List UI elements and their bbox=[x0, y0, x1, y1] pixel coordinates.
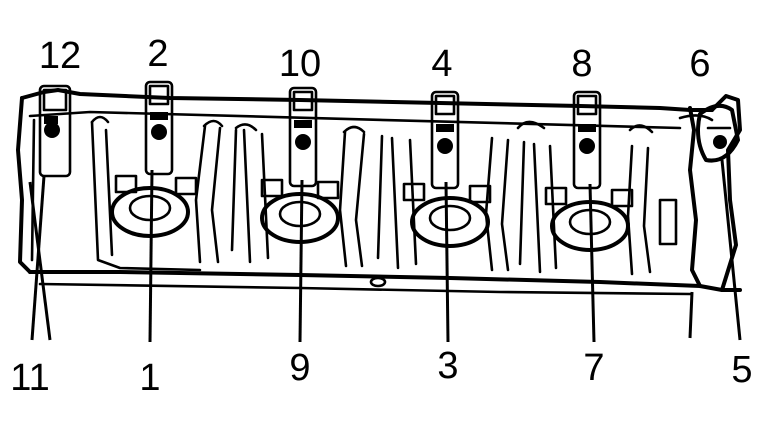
label-9: 9 bbox=[289, 347, 310, 389]
label-11: 11 bbox=[10, 357, 49, 399]
bolt-8 bbox=[572, 90, 602, 190]
label-5: 5 bbox=[731, 349, 752, 391]
label-7: 7 bbox=[583, 347, 604, 389]
label-2: 2 bbox=[147, 33, 168, 75]
bolt-6 bbox=[696, 103, 740, 163]
label-1: 1 bbox=[139, 357, 160, 399]
bottom-labels: 11 1 9 3 7 5 bbox=[10, 345, 752, 399]
bolts bbox=[38, 80, 740, 190]
top-labels: 12 2 10 4 8 6 bbox=[39, 33, 711, 85]
label-10: 10 bbox=[279, 43, 321, 85]
label-8: 8 bbox=[571, 43, 592, 85]
bolt-4 bbox=[430, 90, 460, 190]
label-6: 6 bbox=[689, 43, 710, 85]
leader-lines bbox=[28, 159, 742, 343]
label-4: 4 bbox=[431, 43, 452, 85]
label-12: 12 bbox=[39, 35, 81, 77]
label-3: 3 bbox=[437, 345, 458, 387]
bolt-2 bbox=[144, 80, 174, 176]
bolt-10 bbox=[288, 86, 318, 188]
bolt-12 bbox=[38, 84, 72, 178]
